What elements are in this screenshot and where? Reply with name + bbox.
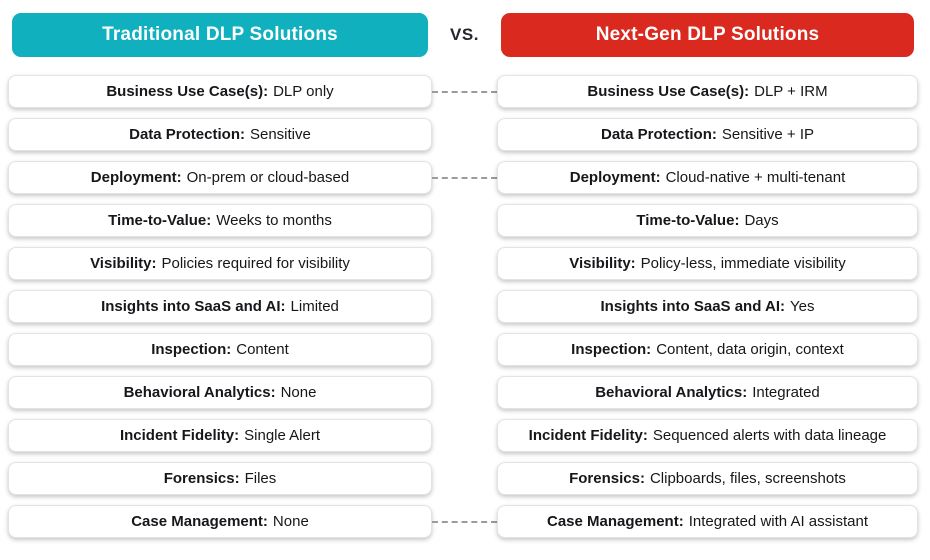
comparison-card-left: Time-to-Value: Weeks to months bbox=[8, 204, 432, 237]
comparison-row: Behavioral Analytics: None Behavioral An… bbox=[0, 376, 930, 409]
comparison-card-right: Insights into SaaS and AI: Yes bbox=[497, 290, 918, 323]
comparison-card-left: Inspection: Content bbox=[8, 333, 432, 366]
comparison-row: Deployment: On-prem or cloud-based Deplo… bbox=[0, 161, 930, 194]
row-connector-cell bbox=[432, 161, 497, 194]
comparison-row: Time-to-Value: Weeks to months Time-to-V… bbox=[0, 204, 930, 237]
row-value-left: None bbox=[280, 384, 317, 401]
row-connector-cell bbox=[432, 204, 497, 237]
row-label: Business Use Case(s): bbox=[106, 83, 269, 100]
row-connector-cell bbox=[432, 118, 497, 151]
comparison-card-left: Deployment: On-prem or cloud-based bbox=[8, 161, 432, 194]
row-value-left: Single Alert bbox=[244, 427, 321, 444]
comparison-card-right: Case Management: Integrated with AI assi… bbox=[497, 505, 918, 538]
row-label: Forensics: bbox=[569, 470, 645, 487]
row-label: Insights into SaaS and AI: bbox=[101, 298, 286, 315]
row-label: Time-to-Value: bbox=[108, 212, 212, 229]
comparison-card-right: Visibility: Policy-less, immediate visib… bbox=[497, 247, 918, 280]
row-label: Deployment: bbox=[569, 169, 661, 186]
row-value-left: Content bbox=[236, 341, 289, 358]
row-value-right: Integrated bbox=[752, 384, 820, 401]
row-value-right: DLP + IRM bbox=[754, 83, 828, 100]
vs-label: VS. bbox=[450, 25, 479, 44]
row-connector-line bbox=[432, 90, 497, 93]
comparison-card-left: Visibility: Policies required for visibi… bbox=[8, 247, 432, 280]
row-value-left: Sensitive bbox=[249, 126, 311, 143]
row-label: Incident Fidelity: bbox=[119, 427, 240, 444]
row-value-right: Integrated with AI assistant bbox=[688, 513, 868, 530]
row-connector-line bbox=[432, 176, 497, 179]
comparison-row: Visibility: Policies required for visibi… bbox=[0, 247, 930, 280]
row-value-right: Yes bbox=[789, 298, 815, 315]
comparison-row: Incident Fidelity: Single Alert Incident… bbox=[0, 419, 930, 452]
row-label: Time-to-Value: bbox=[636, 212, 740, 229]
row-value-left: Policies required for visibility bbox=[161, 255, 350, 272]
row-label: Insights into SaaS and AI: bbox=[600, 298, 785, 315]
row-label: Behavioral Analytics: bbox=[123, 384, 276, 401]
comparison-row: Forensics: Files Forensics: Clipboards, … bbox=[0, 462, 930, 495]
row-connector-cell bbox=[432, 75, 497, 108]
comparison-row: Inspection: Content Inspection: Content,… bbox=[0, 333, 930, 366]
comparison-card-right: Data Protection: Sensitive + IP bbox=[497, 118, 918, 151]
row-value-right: Days bbox=[744, 212, 779, 229]
row-label: Incident Fidelity: bbox=[528, 427, 648, 444]
row-connector-cell bbox=[432, 462, 497, 495]
vs-cell: VS. bbox=[432, 25, 497, 45]
comparison-card-right: Deployment: Cloud-native + multi-tenant bbox=[497, 161, 918, 194]
comparison-card-right: Incident Fidelity: Sequenced alerts with… bbox=[497, 419, 918, 452]
row-connector-line bbox=[432, 520, 497, 523]
comparison-card-left: Insights into SaaS and AI: Limited bbox=[8, 290, 432, 323]
row-value-right: Content, data origin, context bbox=[656, 341, 844, 358]
row-label: Business Use Case(s): bbox=[587, 83, 750, 100]
traditional-dlp-header: Traditional DLP Solutions bbox=[12, 13, 428, 57]
comparison-card-right: Inspection: Content, data origin, contex… bbox=[497, 333, 918, 366]
comparison-row: Business Use Case(s): DLP only Business … bbox=[0, 75, 930, 108]
row-label: Visibility: bbox=[90, 255, 157, 272]
row-connector-cell bbox=[432, 247, 497, 280]
comparison-card-left: Forensics: Files bbox=[8, 462, 432, 495]
row-connector-cell bbox=[432, 376, 497, 409]
row-label: Case Management: bbox=[131, 513, 268, 530]
comparison-card-right: Forensics: Clipboards, files, screenshot… bbox=[497, 462, 918, 495]
comparison-card-right: Business Use Case(s): DLP + IRM bbox=[497, 75, 918, 108]
row-label: Data Protection: bbox=[129, 126, 245, 143]
comparison-row: Data Protection: Sensitive Data Protecti… bbox=[0, 118, 930, 151]
row-value-right: Policy-less, immediate visibility bbox=[640, 255, 846, 272]
row-label: Case Management: bbox=[547, 513, 684, 530]
comparison-row: Insights into SaaS and AI: Limited Insig… bbox=[0, 290, 930, 323]
row-value-left: Weeks to months bbox=[216, 212, 332, 229]
comparison-card-left: Behavioral Analytics: None bbox=[8, 376, 432, 409]
header-row: Traditional DLP Solutions VS. Next-Gen D… bbox=[0, 13, 930, 57]
row-value-left: On-prem or cloud-based bbox=[186, 169, 350, 186]
comparison-card-left: Case Management: None bbox=[8, 505, 432, 538]
comparison-card-left: Incident Fidelity: Single Alert bbox=[8, 419, 432, 452]
row-label: Deployment: bbox=[90, 169, 182, 186]
row-value-right: Clipboards, files, screenshots bbox=[649, 470, 846, 487]
comparison-card-right: Time-to-Value: Days bbox=[497, 204, 918, 237]
row-connector-cell bbox=[432, 419, 497, 452]
row-connector-cell bbox=[432, 290, 497, 323]
row-value-right: Sensitive + IP bbox=[721, 126, 814, 143]
comparison-card-left: Data Protection: Sensitive bbox=[8, 118, 432, 151]
row-label: Forensics: bbox=[163, 470, 240, 487]
comparison-card-right: Behavioral Analytics: Integrated bbox=[497, 376, 918, 409]
row-connector-cell bbox=[432, 333, 497, 366]
row-value-left: Files bbox=[244, 470, 277, 487]
row-value-right: Sequenced alerts with data lineage bbox=[652, 427, 887, 444]
comparison-row: Case Management: None Case Management: I… bbox=[0, 505, 930, 538]
row-label: Inspection: bbox=[571, 341, 652, 358]
row-label: Behavioral Analytics: bbox=[595, 384, 748, 401]
row-label: Visibility: bbox=[569, 255, 636, 272]
nextgen-dlp-header: Next-Gen DLP Solutions bbox=[501, 13, 914, 57]
row-value-right: Cloud-native + multi-tenant bbox=[665, 169, 846, 186]
row-label: Data Protection: bbox=[601, 126, 717, 143]
comparison-rows: Business Use Case(s): DLP only Business … bbox=[0, 75, 930, 538]
row-value-left: Limited bbox=[290, 298, 339, 315]
row-label: Inspection: bbox=[151, 341, 232, 358]
comparison-card-left: Business Use Case(s): DLP only bbox=[8, 75, 432, 108]
row-connector-cell bbox=[432, 505, 497, 538]
row-value-left: None bbox=[272, 513, 309, 530]
row-value-left: DLP only bbox=[273, 83, 334, 100]
